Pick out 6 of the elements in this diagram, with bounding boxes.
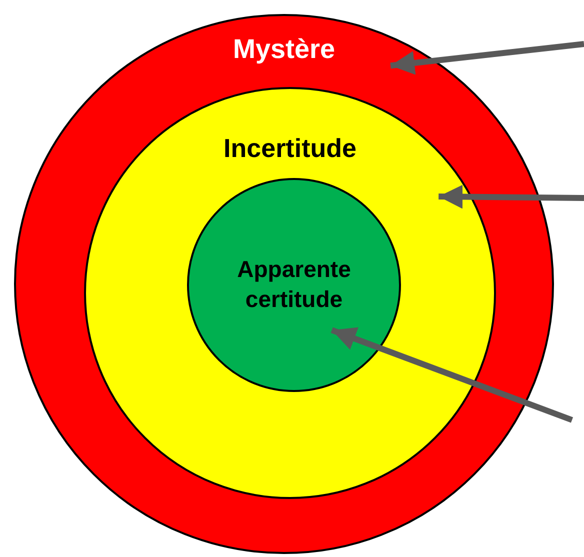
ring-label: Incertitude: [224, 133, 356, 164]
arrow: [390, 41, 584, 75]
arrow: [330, 327, 574, 423]
ring-label: Mystère: [232, 34, 336, 65]
ring-label: Apparente certitude: [236, 255, 352, 314]
arrow: [438, 184, 584, 209]
